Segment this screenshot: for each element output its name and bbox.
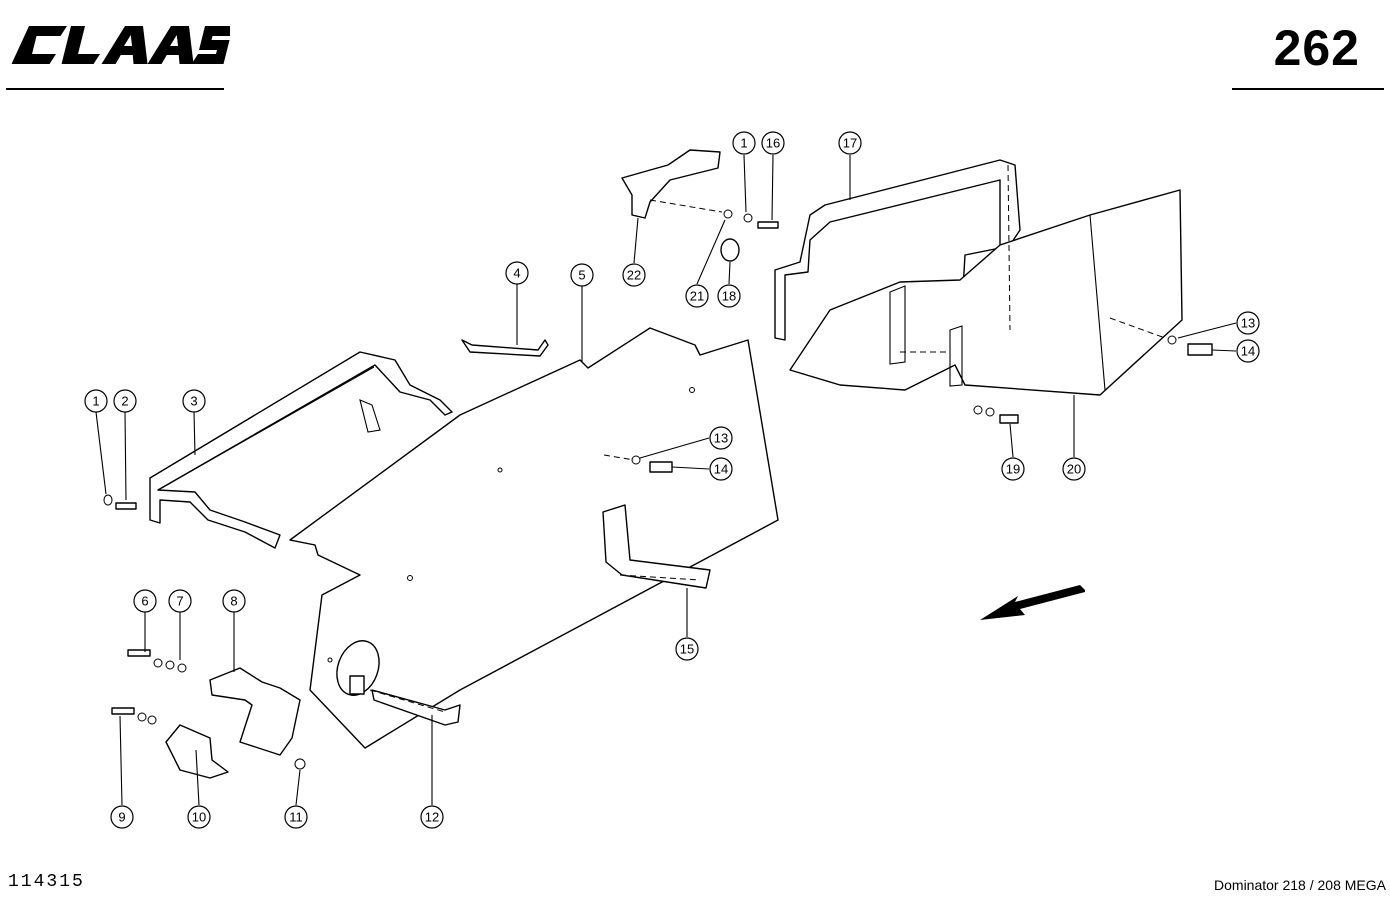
fastener-set-left xyxy=(103,494,306,770)
arrow-icon xyxy=(980,585,1085,620)
bracket-frame xyxy=(149,351,453,549)
lower-strip xyxy=(371,689,461,726)
svg-text:17: 17 xyxy=(843,136,857,151)
mounting-plate xyxy=(621,149,721,219)
model-name: Dominator 218 / 208 MEGA xyxy=(1214,877,1386,893)
brand-underline xyxy=(6,88,224,90)
svg-text:22: 22 xyxy=(627,268,641,283)
callout-20: 20 xyxy=(1062,457,1086,481)
panel-opening xyxy=(336,640,380,696)
callout-7: 7 xyxy=(168,589,192,613)
svg-text:18: 18 xyxy=(722,289,736,304)
svg-text:9: 9 xyxy=(118,810,125,825)
svg-text:10: 10 xyxy=(192,810,206,825)
callout-5: 5 xyxy=(570,263,594,287)
svg-text:3: 3 xyxy=(190,394,197,409)
svg-text:14: 14 xyxy=(714,462,728,477)
callout-2: 2 xyxy=(113,389,137,413)
callout-8: 8 xyxy=(222,589,246,613)
svg-text:20: 20 xyxy=(1067,462,1081,477)
callout-21: 21 xyxy=(685,284,709,308)
svg-text:4: 4 xyxy=(513,266,520,281)
svg-text:13: 13 xyxy=(714,431,728,446)
callout-15: 15 xyxy=(675,637,699,661)
callout-11: 11 xyxy=(284,805,308,829)
callout-1-right: 1 xyxy=(732,131,756,155)
fastener-set-right xyxy=(743,213,1213,424)
svg-text:7: 7 xyxy=(176,594,183,609)
spacer-bushing xyxy=(720,238,740,262)
clamp-upper xyxy=(209,667,301,756)
svg-text:16: 16 xyxy=(766,136,780,151)
svg-text:12: 12 xyxy=(425,810,439,825)
main-shield-panel xyxy=(289,327,779,749)
svg-text:14: 14 xyxy=(1241,344,1255,359)
callout-13-right: 13 xyxy=(1236,311,1260,335)
svg-text:2: 2 xyxy=(121,394,128,409)
callout-14-right: 14 xyxy=(1236,339,1260,363)
rear-guard-panel xyxy=(789,189,1183,396)
svg-text:1: 1 xyxy=(740,136,747,151)
callout-16: 16 xyxy=(761,131,785,155)
callout-12: 12 xyxy=(420,805,444,829)
clamp-lower xyxy=(165,724,229,779)
callout-13: 13 xyxy=(709,426,733,450)
callout-6: 6 xyxy=(133,589,157,613)
callout-leaders xyxy=(95,154,1237,806)
svg-text:8: 8 xyxy=(230,594,237,609)
svg-text:13: 13 xyxy=(1241,316,1255,331)
svg-text:21: 21 xyxy=(690,289,704,304)
callout-19: 19 xyxy=(1001,457,1025,481)
callout-4: 4 xyxy=(505,261,529,285)
guide-strip xyxy=(602,504,711,589)
callout-1: 1 xyxy=(84,389,108,413)
callout-3: 3 xyxy=(182,389,206,413)
page-number: 262 xyxy=(1273,20,1360,76)
page-number-underline xyxy=(1232,88,1384,90)
callout-10: 10 xyxy=(187,805,211,829)
callout-14: 14 xyxy=(709,457,733,481)
svg-text:19: 19 xyxy=(1006,462,1020,477)
svg-text:6: 6 xyxy=(141,594,148,609)
small-bracket xyxy=(461,339,549,357)
callout-9: 9 xyxy=(110,805,134,829)
svg-text:5: 5 xyxy=(578,268,585,283)
callout-22: 22 xyxy=(622,263,646,287)
document-number: 114315 xyxy=(8,872,85,892)
callout-18: 18 xyxy=(717,284,741,308)
svg-text:11: 11 xyxy=(289,810,303,825)
svg-text:1: 1 xyxy=(92,394,99,409)
claas-logo xyxy=(11,26,230,64)
svg-text:15: 15 xyxy=(680,642,694,657)
callout-17: 17 xyxy=(838,131,862,155)
